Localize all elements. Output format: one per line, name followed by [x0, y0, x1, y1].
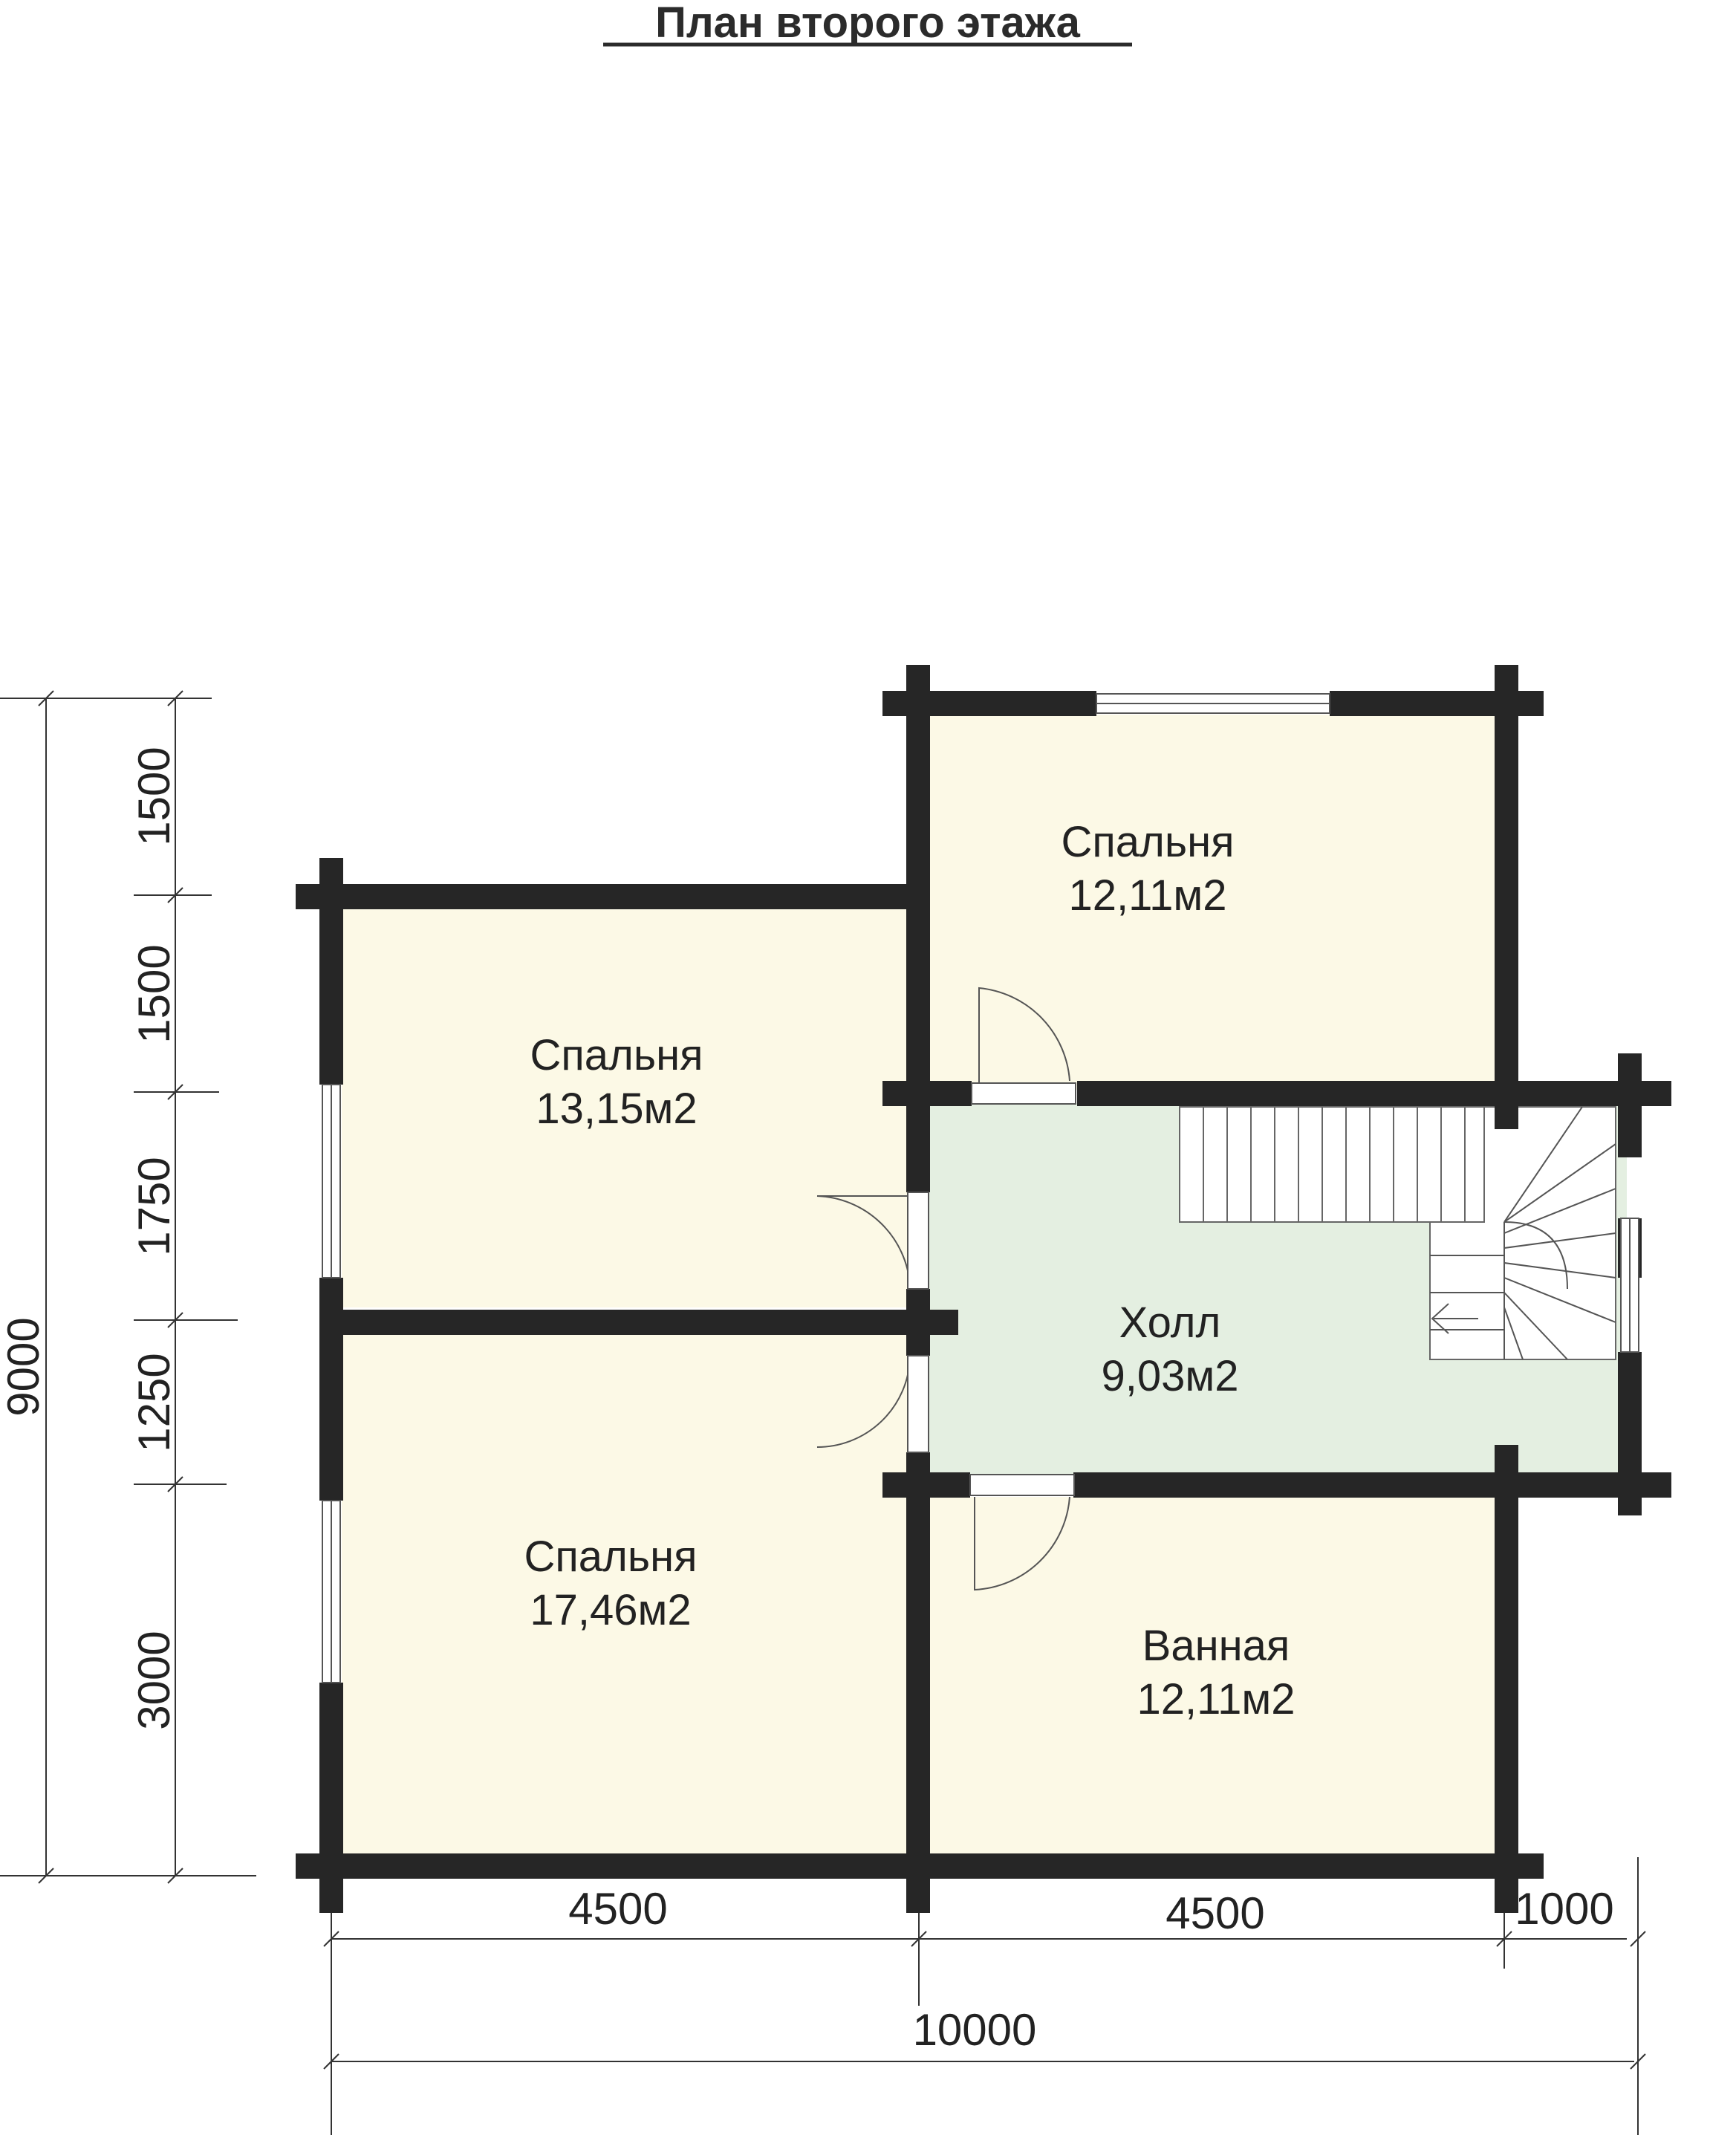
dimension-label: 10000 [913, 2005, 1037, 2055]
dimension-label: 3000 [129, 1631, 179, 1729]
dimension-label: 4500 [568, 1884, 667, 1934]
bottom-dimensions: 4500 4500 1000 10000 [323, 1857, 1646, 2135]
room-name: Ванная [1142, 1622, 1290, 1670]
dimension-label: 1250 [129, 1353, 179, 1452]
room-labels: Спальня 12,11м2 Спальня 13,15м2 Холл 9,0… [524, 818, 1295, 1723]
room-area: 12,11м2 [1137, 1675, 1296, 1723]
dimension-label: 1750 [129, 1157, 179, 1255]
dimension-label: 4500 [1166, 1888, 1264, 1938]
room-area: 12,11м2 [1069, 871, 1227, 920]
left-dimensions: 1500 1500 1750 1250 3000 9000 [0, 690, 256, 1884]
windows [322, 693, 1639, 1683]
page-title: План второго этажа [655, 0, 1080, 47]
room-name: Холл [1119, 1299, 1221, 1347]
dimension-label: 1500 [129, 944, 179, 1043]
room-name: Спальня [1061, 818, 1234, 866]
bathroom-floor [929, 1497, 1504, 1853]
dimension-label: 1500 [129, 747, 179, 845]
room-area: 9,03м2 [1101, 1352, 1238, 1400]
walls [296, 665, 1671, 1913]
dimension-label: 1000 [1515, 1884, 1613, 1934]
bedroom-left-lower-floor [342, 1333, 914, 1853]
doors [816, 987, 1076, 1591]
bedroom-left-upper-floor [342, 906, 914, 1307]
room-area: 13,15м2 [536, 1085, 697, 1133]
room-area: 17,46м2 [530, 1586, 691, 1634]
staircase [1179, 1106, 1616, 1360]
room-name: Спальня [530, 1031, 703, 1079]
dimension-label: 9000 [0, 1317, 48, 1416]
room-name: Спальня [524, 1533, 697, 1581]
bedroom-top-floor [929, 715, 1504, 1090]
